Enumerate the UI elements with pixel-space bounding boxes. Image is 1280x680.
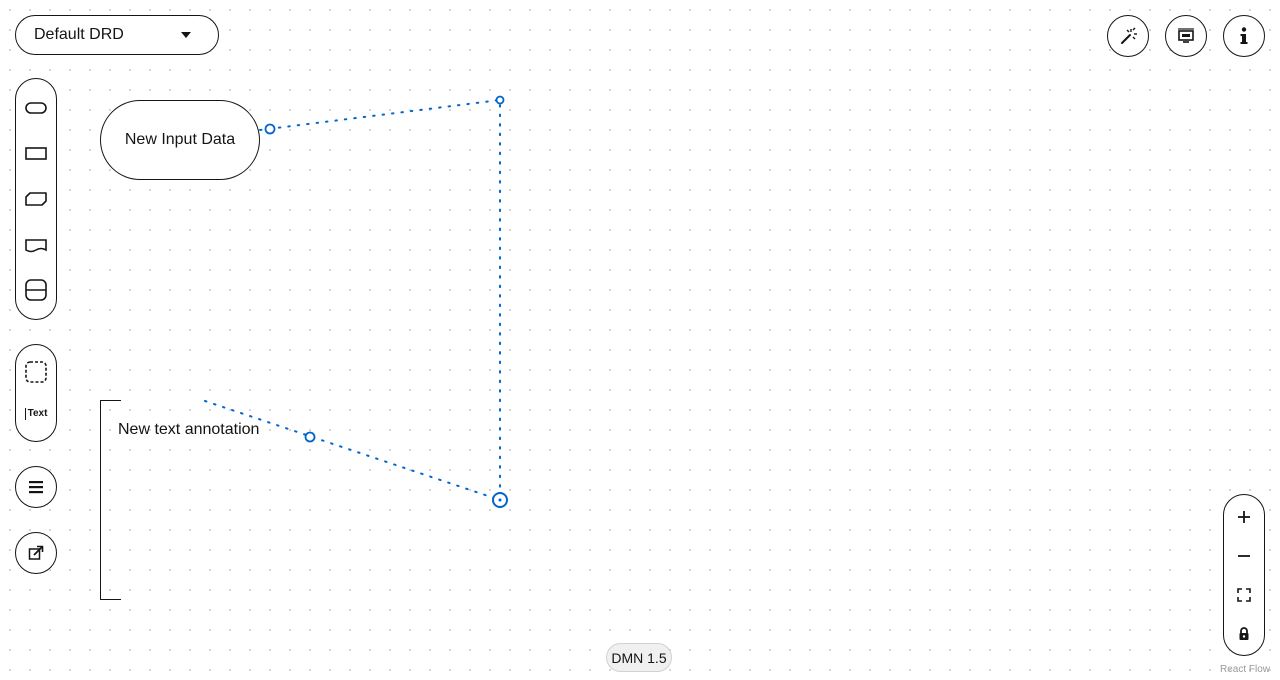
artifact-palette: Text	[15, 344, 57, 442]
zoom-out-button[interactable]	[1224, 537, 1264, 575]
react-flow-attribution[interactable]: React Flow	[1219, 664, 1270, 675]
cut-corner-rect-icon	[25, 192, 47, 206]
external-link-icon	[28, 545, 44, 560]
drd-selector-label: Default DRD	[34, 26, 124, 43]
edge-target-handle[interactable]	[492, 492, 508, 508]
dmn-version-label: DMN 1.5	[611, 649, 667, 666]
dmn-version-badge: DMN 1.5	[606, 643, 672, 672]
text-annotation-tool[interactable]: Text	[16, 392, 56, 435]
edge-waypoint-handle[interactable]	[264, 123, 276, 135]
split-rounded-rect-icon	[25, 279, 47, 301]
screen-icon	[1178, 28, 1194, 43]
menu-button[interactable]	[15, 466, 57, 508]
fit-view-button[interactable]	[1224, 576, 1264, 614]
text-annotation-node[interactable]: New text annotation	[100, 400, 300, 600]
minus-icon	[1238, 554, 1250, 557]
text-annotation-label: New text annotation	[118, 421, 260, 438]
lock-icon	[1239, 626, 1249, 640]
lock-button[interactable]	[1224, 615, 1264, 653]
zoom-in-button[interactable]	[1224, 498, 1264, 536]
rounded-rect-icon	[25, 101, 47, 114]
wavy-rect-icon	[25, 238, 47, 252]
annotation-bracket	[100, 400, 121, 600]
drd-selector[interactable]: Default DRD	[15, 15, 219, 55]
decision-service-tool[interactable]	[16, 267, 56, 313]
knowledge-source-tool[interactable]	[16, 222, 56, 268]
fit-view-icon	[1237, 587, 1251, 602]
input-data-tool[interactable]	[16, 85, 56, 131]
info-button[interactable]	[1223, 15, 1265, 57]
input-data-node[interactable]: New Input Data	[100, 100, 260, 180]
info-icon	[1240, 27, 1248, 44]
group-tool[interactable]	[16, 351, 56, 392]
zoom-controls	[1223, 494, 1265, 656]
input-data-label: New Input Data	[124, 131, 236, 148]
external-models-button[interactable]	[15, 532, 57, 574]
edge-target-dot	[498, 498, 502, 502]
overlays-button[interactable]	[1165, 15, 1207, 57]
auto-layout-button[interactable]	[1107, 15, 1149, 57]
text-annotation-tool-label: Text	[24, 407, 47, 420]
magic-wand-icon	[1121, 27, 1137, 44]
node-palette	[15, 78, 57, 320]
dashed-rect-icon	[25, 360, 47, 383]
caret-down-icon	[181, 32, 191, 38]
bkm-tool[interactable]	[16, 176, 56, 222]
decision-tool[interactable]	[16, 131, 56, 177]
hamburger-icon	[29, 481, 43, 494]
rect-icon	[25, 147, 47, 161]
edge-waypoint-handle[interactable]	[495, 95, 505, 105]
plus-icon	[1238, 510, 1250, 523]
edge-waypoint-handle[interactable]	[304, 431, 316, 443]
